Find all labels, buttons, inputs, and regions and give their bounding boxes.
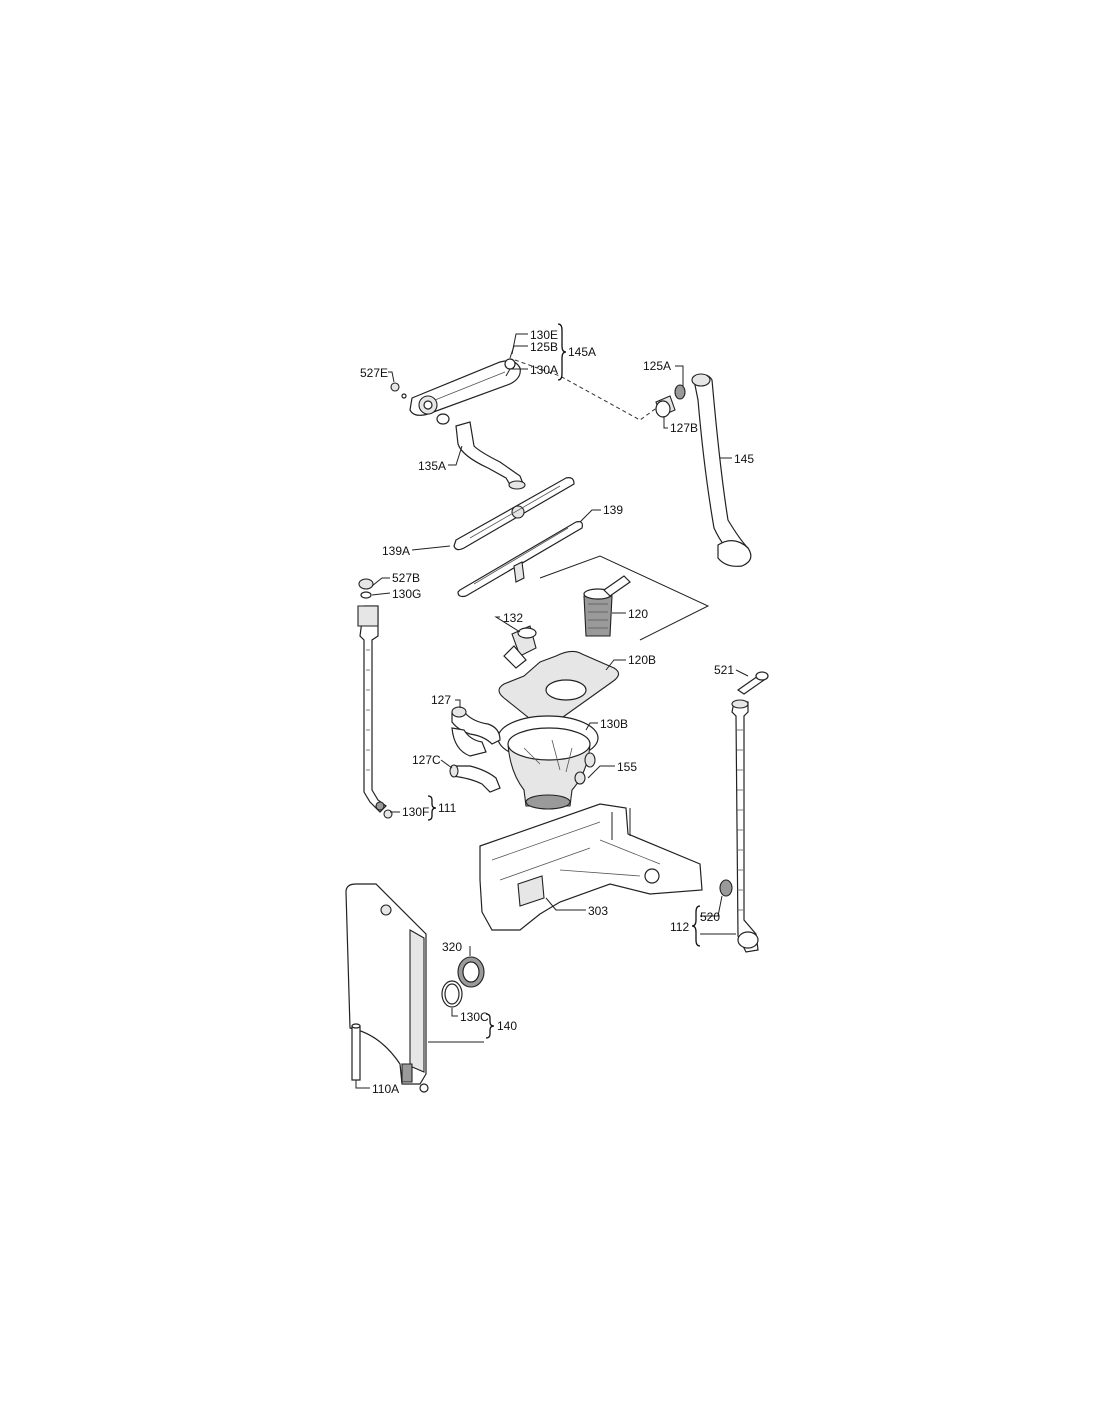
brace-112 [691,905,701,947]
upper-spray-arm [409,358,521,425]
hose-111 [357,578,393,819]
label-110a: 110A [372,1082,399,1096]
hose-127c [449,764,501,793]
spray-arm-139a [453,477,575,551]
seal-125a [674,384,686,400]
clip-521 [736,671,769,695]
label-130g: 130G [392,587,421,601]
label-139a: 139A [382,544,410,558]
label-520: 520 [700,910,720,924]
label-125b: 125B [530,340,558,354]
label-127b: 127B [670,421,698,435]
label-135a: 135A [418,459,446,473]
part-labels: 130E 125B 145A 130A 527E 125A 127B 145 1… [360,328,754,1096]
tube-110a [351,1023,361,1081]
base-frame-303 [479,803,703,931]
brace-111 [427,795,437,821]
label-112: 112 [670,920,689,934]
supply-tube-135a [455,421,526,490]
label-145a: 145A [568,345,596,359]
label-125a: 125A [643,359,671,373]
ring-320 [457,956,485,988]
label-155: 155 [617,760,637,774]
spray-arm-139 [457,521,583,598]
label-130a: 130A [530,363,558,377]
label-130f: 130F [402,805,429,819]
nut-527e [390,382,407,399]
filter-group-outline [539,555,710,641]
leader-lines [355,333,749,1089]
label-521: 521 [714,663,734,677]
label-527b: 527B [392,571,420,585]
drain-hose-112 [731,699,759,953]
label-130e: 130E [530,328,558,342]
hose-145 [691,373,752,567]
label-127c: 127C [412,753,441,767]
label-127: 127 [431,693,451,707]
dashed-connection-line [514,359,663,421]
filter-plate-120b [498,650,620,726]
label-120b: 120B [628,653,656,667]
label-120: 120 [628,607,648,621]
label-303: 303 [588,904,608,918]
label-527e: 527E [360,366,388,380]
sump-155 [507,727,596,810]
connector-127b [655,395,676,418]
filter-120 [583,575,631,637]
label-130c: 130C [460,1010,489,1024]
label-139: 139 [603,503,623,517]
label-320: 320 [442,940,462,954]
sensor-132 [503,625,537,669]
hose-127 [451,706,501,757]
cover-140 [345,883,429,1093]
label-140: 140 [497,1019,517,1033]
gasket-130c [441,980,463,1008]
brace-140 [485,1013,495,1039]
label-130b: 130B [600,717,628,731]
brace-145a [557,323,567,381]
label-145: 145 [734,452,754,466]
seal-520 [719,879,733,897]
label-132: 132 [503,611,523,625]
label-111: 111 [438,801,457,815]
